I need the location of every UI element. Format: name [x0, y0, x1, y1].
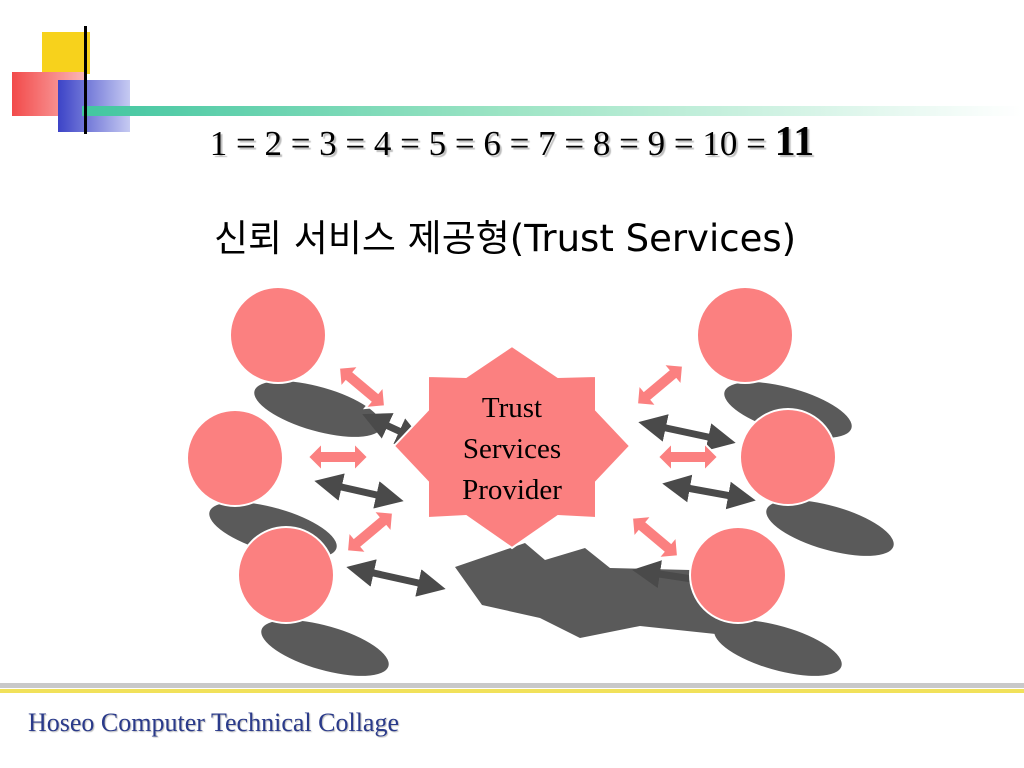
shadow-arrow-mid-right [662, 474, 756, 510]
equation-text: 1 = 2 = 3 = 4 = 5 = 6 = 7 = 8 = 9 = 10 = [209, 124, 775, 163]
pink-arrow-bottom-right [630, 514, 680, 560]
participant-shadow-bottom-left [261, 620, 389, 676]
trust-provider-line-3: Provider [462, 474, 562, 506]
participant-shadow-bottom-right [714, 620, 842, 676]
footer-institution: Hoseo Computer Technical Collage [28, 708, 399, 737]
participant-shadow-mid-right [766, 500, 894, 556]
pink-arrow-bottom-left [345, 509, 395, 555]
trust-provider-line-2: Services [462, 433, 562, 465]
pink-arrow-top-right [635, 362, 685, 408]
trust-services-diagram [186, 286, 894, 676]
slide-title: 신뢰 서비스 제공형(Trust Services) [213, 217, 797, 260]
pink-arrow-mid-right [656, 440, 720, 474]
participant-node-bottom-right [689, 526, 787, 624]
center-shadow [455, 543, 730, 638]
participant-node-top-left [229, 286, 327, 384]
trust-provider-line-1: Trust [481, 392, 543, 424]
participant-node-mid-left [186, 409, 284, 507]
participant-shadow-top-left [254, 381, 382, 437]
equation-heading: 1 = 2 = 3 = 4 = 5 = 6 = 7 = 8 = 9 = 10 =… [0, 118, 1024, 166]
shadow-arrow-top-right [638, 414, 736, 451]
yellow-square [42, 32, 90, 74]
shadow-arrow-bottom-left [346, 559, 446, 597]
pink-arrow-mid-left [306, 440, 370, 474]
vertical-rule [84, 26, 87, 134]
participant-node-mid-right [739, 408, 837, 506]
participant-node-bottom-left [237, 526, 335, 624]
equation-result: 11 [774, 119, 815, 165]
participant-node-top-right [696, 286, 794, 384]
trust-provider-label: Trust Services Provider [428, 388, 596, 511]
shadow-arrow-mid-left [314, 473, 404, 509]
header-decoration [12, 26, 1022, 134]
header-rule [82, 106, 1022, 116]
pink-arrow-top-left [337, 364, 387, 410]
trust-provider-star [392, 344, 632, 550]
